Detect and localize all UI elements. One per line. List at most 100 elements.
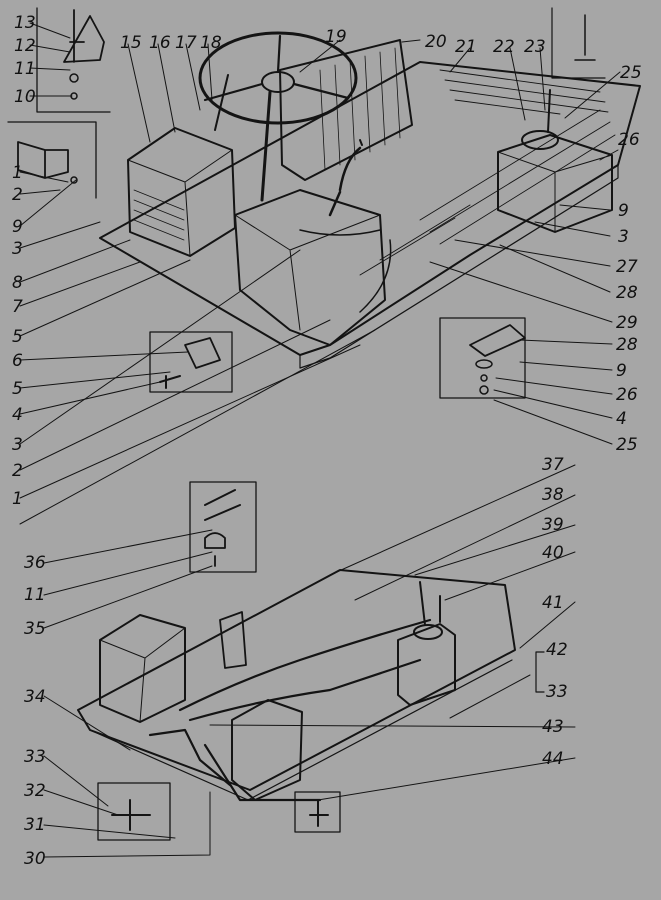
callout-20: 20 xyxy=(425,32,447,52)
callout-1: 1 xyxy=(12,489,23,509)
reservoir-rods xyxy=(419,581,441,626)
lower-pedal-block xyxy=(231,699,303,801)
inset-pedal-pad xyxy=(439,317,526,399)
upper-assembly xyxy=(99,31,641,369)
callout-28: 28 xyxy=(616,283,638,303)
callout-4: 4 xyxy=(12,405,23,425)
callout-35: 35 xyxy=(24,619,46,639)
callout-7: 7 xyxy=(12,297,23,317)
clamp-pipes xyxy=(204,489,241,521)
callout-22: 22 xyxy=(493,37,515,57)
valve-part xyxy=(309,799,329,827)
inset-frame xyxy=(36,7,111,113)
inset-clamp xyxy=(189,481,257,573)
bolt xyxy=(69,73,79,83)
pad-nut xyxy=(479,385,489,395)
callout-11: 11 xyxy=(14,59,36,79)
callout-4: 4 xyxy=(616,409,627,429)
callout-33: 33 xyxy=(24,747,46,767)
bracket-part xyxy=(63,9,105,63)
inset-top-right xyxy=(551,7,606,79)
callout-5: 5 xyxy=(12,327,23,347)
hinge-bolt xyxy=(70,176,78,184)
callout-3: 3 xyxy=(618,227,629,247)
callout-12: 12 xyxy=(14,36,36,56)
callout-26: 26 xyxy=(618,130,640,150)
right-console-edges xyxy=(497,151,613,233)
callout-21: 21 xyxy=(455,37,477,57)
callout-30: 30 xyxy=(24,849,46,869)
steering-column-shaft xyxy=(260,90,272,202)
inset-frame xyxy=(97,782,171,841)
left-console-edges xyxy=(127,149,233,257)
side-panel xyxy=(219,611,247,669)
steering-spokes xyxy=(203,34,350,102)
callout-15: 15 xyxy=(120,33,142,53)
callout-29: 29 xyxy=(616,313,638,333)
small-part xyxy=(574,14,596,61)
callout-42: 42 xyxy=(546,640,568,660)
inset-frame xyxy=(149,331,233,393)
callout-43: 43 xyxy=(542,717,564,737)
lower-rod xyxy=(148,728,232,787)
callout-13: 13 xyxy=(14,13,36,33)
callout-18: 18 xyxy=(200,33,222,53)
right-console-rod xyxy=(547,89,551,133)
floor-plate xyxy=(99,61,641,356)
pedal-box-edges xyxy=(234,214,381,331)
callout-38: 38 xyxy=(542,485,564,505)
clamp-part xyxy=(204,532,226,549)
left-console xyxy=(127,127,236,257)
pad-washer xyxy=(480,374,488,382)
callout-37: 37 xyxy=(542,455,564,475)
column-housing xyxy=(279,39,413,181)
callout-3: 3 xyxy=(12,239,23,259)
callout-25: 25 xyxy=(620,63,642,83)
inset-frame xyxy=(7,121,97,199)
inset-valve xyxy=(294,791,341,833)
callout-9: 9 xyxy=(12,217,23,237)
callout-19: 19 xyxy=(325,27,347,47)
callout-9: 9 xyxy=(618,201,629,221)
callout-9: 9 xyxy=(616,361,627,381)
inset-frame xyxy=(439,317,526,399)
pedal-pad-part xyxy=(469,324,526,357)
callout-2: 2 xyxy=(12,461,23,481)
callout-10: 10 xyxy=(14,87,36,107)
brake-pipes xyxy=(178,618,432,802)
hinge-bracket-part xyxy=(17,141,69,179)
callout-11: 11 xyxy=(24,585,46,605)
callout-44: 44 xyxy=(542,749,564,769)
inset-frame xyxy=(189,481,257,573)
pedal-box xyxy=(234,189,386,346)
lower-assembly xyxy=(77,569,516,802)
upper-leader-lines xyxy=(19,22,621,525)
control-levers xyxy=(214,74,363,146)
column-housing-hatch xyxy=(319,47,401,171)
callout-26: 26 xyxy=(616,385,638,405)
callout-8: 8 xyxy=(12,273,23,293)
callout-27: 27 xyxy=(616,257,638,277)
inset-hinge-bracket xyxy=(7,121,97,199)
reservoir-cap xyxy=(413,624,443,640)
pedal-lever xyxy=(328,146,362,217)
fluid-reservoir xyxy=(397,623,456,706)
inset-plate-middle xyxy=(149,331,233,393)
plate-bolt xyxy=(159,375,181,389)
inset-frame xyxy=(294,791,341,833)
callout-41: 41 xyxy=(542,593,564,613)
right-console xyxy=(497,134,613,233)
right-console-cap xyxy=(521,130,559,150)
callout-39: 39 xyxy=(542,515,564,535)
floor-ribs xyxy=(359,69,616,276)
floor-plate-edge xyxy=(299,164,619,369)
callout-28: 28 xyxy=(616,335,638,355)
inset-frame xyxy=(551,7,606,79)
inset-bracket-top-left xyxy=(36,7,111,113)
callout-32: 32 xyxy=(24,781,46,801)
callout-36: 36 xyxy=(24,553,46,573)
callout-2: 2 xyxy=(12,185,23,205)
